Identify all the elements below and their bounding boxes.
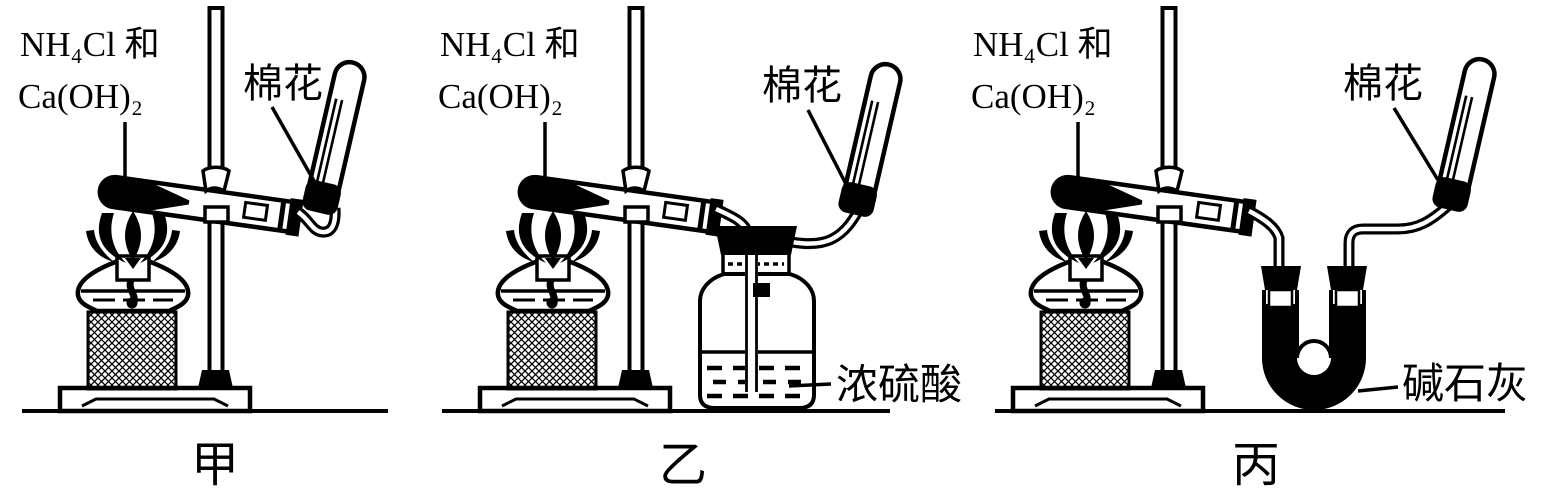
soda-lime-pointer-line xyxy=(1357,385,1399,393)
reagent-label-line1: NH₄Cl 和 xyxy=(973,25,1113,64)
cotton-pointer-line xyxy=(806,109,850,189)
u-tube-air-gap xyxy=(1334,288,1361,309)
delivery-tube-out-bore xyxy=(1346,203,1451,274)
u-tube-air-gap xyxy=(1267,288,1294,309)
tube-clip xyxy=(753,283,770,297)
delivery-tube-in-bore xyxy=(1247,209,1282,274)
setup-label-bing: 丙 xyxy=(1232,439,1280,492)
stand-lamp-tube-assembly xyxy=(480,8,724,411)
soda-lime-label: 碱石灰 xyxy=(1402,362,1528,408)
setup-jia: NH₄Cl 和 Ca(OH)₂ 棉花 甲 xyxy=(18,8,388,492)
stand-lamp-tube-assembly xyxy=(1013,8,1257,411)
setup-bing: NH₄Cl 和 Ca(OH)₂ 棉花 碱石灰 丙 xyxy=(971,8,1528,492)
liquid-shading xyxy=(707,365,807,399)
reagent-label-line1: NH₄Cl 和 xyxy=(20,25,160,64)
u-tube-glass xyxy=(1262,290,1366,410)
delivery-tube-bore xyxy=(296,207,338,235)
reagent-label-line1: NH₄Cl 和 xyxy=(440,25,580,64)
setup-yi: NH₄Cl 和 Ca(OH)₂ 棉花 浓硫酸 乙 xyxy=(438,8,962,492)
soda-lime-fill xyxy=(1264,304,1364,408)
reagent-label-line2: Ca(OH)₂ xyxy=(971,77,1096,116)
bottle-cap xyxy=(715,226,797,255)
cotton-label: 棉花 xyxy=(762,63,842,108)
cotton-pointer-line xyxy=(270,106,320,189)
reagent-label-line2: Ca(OH)₂ xyxy=(438,77,563,116)
u-tube-stopper-right xyxy=(1327,266,1367,290)
setup-label-yi: 乙 xyxy=(659,439,707,492)
setup-label-jia: 甲 xyxy=(191,439,239,492)
collection-tube-assembly xyxy=(1431,55,1501,213)
cotton-pointer-line xyxy=(1392,107,1440,181)
cotton-label: 棉花 xyxy=(1343,61,1423,106)
acid-label: 浓硫酸 xyxy=(836,363,962,409)
cotton-label: 棉花 xyxy=(243,61,323,106)
reagent-label-line2: Ca(OH)₂ xyxy=(18,77,143,116)
acid-pointer-line xyxy=(788,382,832,388)
u-tube-stopper-left xyxy=(1261,266,1301,290)
collection-tube-assembly xyxy=(837,60,907,218)
